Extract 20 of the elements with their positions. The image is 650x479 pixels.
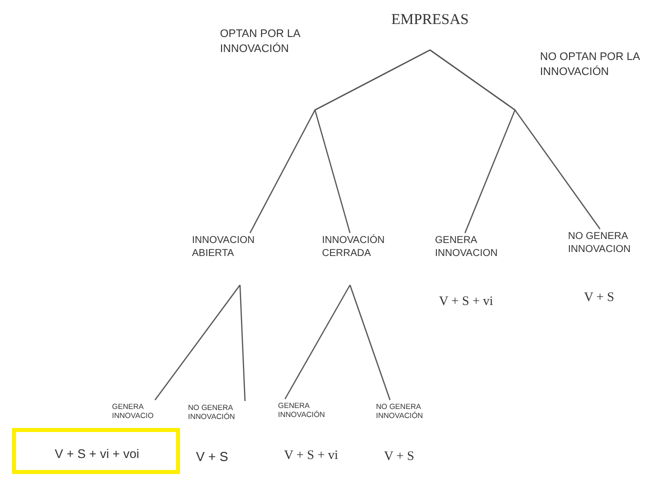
- formula: V + S: [196, 449, 230, 466]
- highlight-box: [12, 428, 180, 474]
- heading: EMPRESAS: [390, 11, 470, 30]
- formula: V + S + vi: [439, 293, 494, 310]
- formula: V + S + vi + voi: [54, 447, 140, 463]
- branch-line: [430, 50, 600, 230]
- branch-line: [154, 284, 240, 400]
- formula: V + S: [584, 289, 616, 306]
- category-label: INNOVACION ABIERTA: [192, 235, 256, 260]
- branch-caption: NO OPTAN POR LA INNOVACIÓN: [540, 50, 640, 80]
- formula: V + S + vi: [284, 447, 340, 464]
- branch-caption: OPTAN POR LA INNOVACIÓN: [220, 27, 302, 57]
- category-label: GENERA INNOVACION: [435, 235, 499, 260]
- branch-line: [314, 49, 430, 234]
- branch-line: [239, 284, 246, 402]
- formula: V + S: [384, 448, 416, 464]
- branch-line: [349, 284, 391, 400]
- category-label: NO GENERA INNOVACION: [568, 231, 632, 256]
- branch-line: [284, 284, 351, 400]
- category-label: INNOVACIÓN CERRADA: [322, 235, 386, 260]
